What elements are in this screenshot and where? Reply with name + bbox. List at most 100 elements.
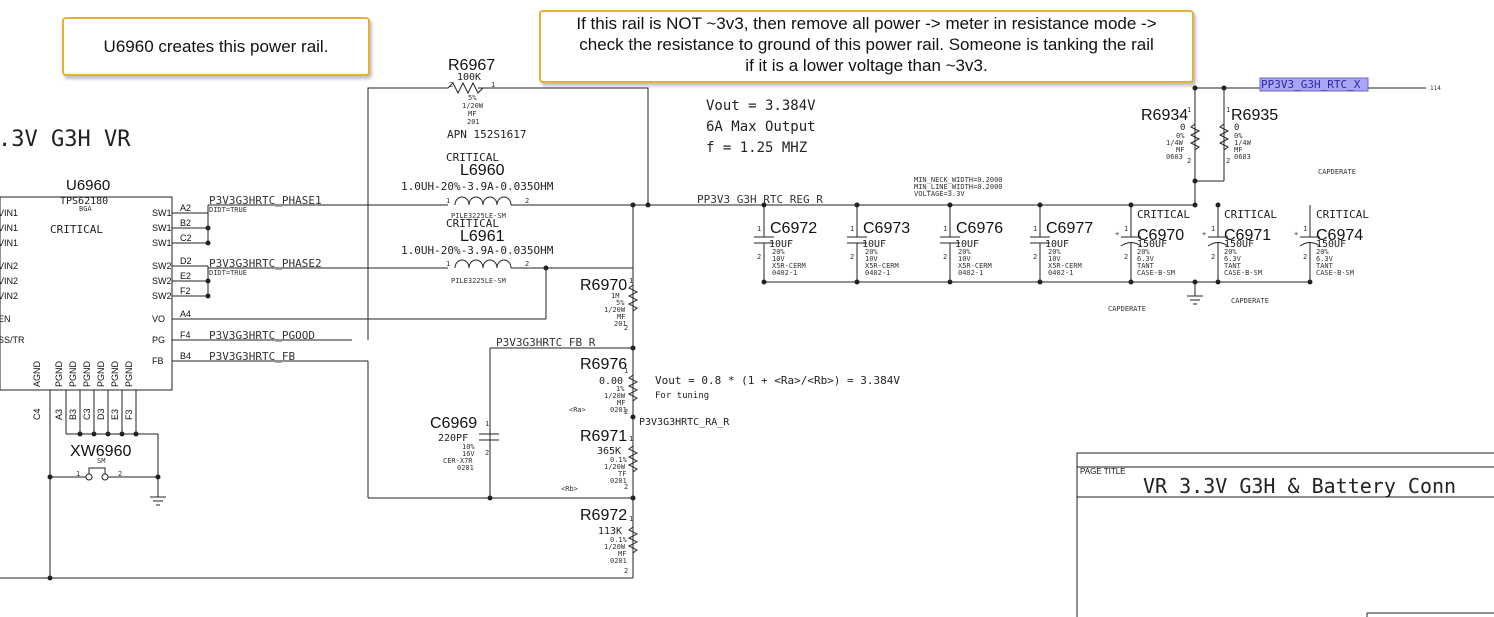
title-block-title: VR 3.3V G3H & Battery Conn	[1143, 474, 1456, 498]
r6971-tol: 0.1%	[610, 456, 628, 464]
r6970-size: 201	[614, 320, 627, 328]
r6976-size: 0201	[610, 406, 627, 414]
xw6960-ref: XW6960	[70, 443, 131, 460]
cap-tant-pin1-0: 1	[1124, 225, 1128, 233]
l6961-pkg: PILE3225LE-SM	[451, 277, 506, 285]
r6967-apn: APN 152S1617	[447, 128, 526, 141]
tant-plate-curve-2	[1299, 242, 1321, 247]
svg-text:1: 1	[76, 470, 80, 478]
cap-tant-plus-1: +	[1202, 230, 1206, 238]
rail-check-line-3: if it is a lower voltage than ~3v3.	[745, 56, 988, 75]
r6934-power: 1/4W	[1166, 139, 1184, 147]
title-block-label: PAGE TITLE	[1080, 467, 1126, 476]
cap-tant-pin2-2: 2	[1303, 253, 1307, 261]
svg-text:1: 1	[491, 81, 495, 89]
svg-text:1: 1	[446, 197, 450, 205]
didt-1: DIDT=TRUE	[209, 206, 247, 214]
u6960-left-pin-0: VIN1	[0, 208, 18, 218]
u6960-right-pin-ball-8: B4	[180, 351, 191, 361]
cap-tant-ref-1: C6971	[1224, 227, 1271, 244]
r6935-ref: R6935	[1231, 107, 1278, 124]
u6960-right-pin-ball-3: D2	[180, 256, 192, 266]
r6935-val: 0	[1234, 123, 1239, 133]
r6967-tol: 5%	[468, 94, 477, 102]
l6960-pkg: PILE3225LE-SM	[451, 212, 506, 220]
r6970-tol: 5%	[616, 299, 625, 307]
r6971-power: 1/20W	[604, 463, 626, 471]
svg-text:1: 1	[629, 435, 633, 443]
cap-tant-pin2-0: 2	[1124, 253, 1128, 261]
cap-tant-critical-1: CRITICAL	[1224, 208, 1277, 221]
tant-junction-top-1	[1215, 202, 1221, 208]
net-fb: P3V3G3HRTC_FB	[209, 350, 295, 363]
u6960-bottom-pin-name-4: PGND	[96, 360, 106, 387]
r6971-val: 365K	[597, 446, 621, 457]
capderate-2: CAPDERATE	[1108, 305, 1146, 313]
u6960-bottom-pin-ball-2: B3	[68, 409, 78, 420]
c6969-voltage: 16V	[462, 450, 475, 458]
cap-small-tol-2: 20%	[958, 248, 971, 256]
u6960-bottom-pin-name-2: PGND	[68, 360, 78, 387]
c6969-ref: C6969	[430, 415, 477, 432]
r6976-type: MF	[617, 399, 625, 407]
u6960-right-pin-name-2: SW1	[152, 238, 172, 248]
didt-2: DIDT=TRUE	[209, 269, 247, 277]
r6976-power: 1/20W	[604, 392, 626, 400]
r6970-power: 1/20W	[604, 306, 626, 314]
spec-frequency: f = 1.25 MHZ	[706, 140, 807, 156]
svg-text:1: 1	[1226, 106, 1230, 114]
u6960-right-pin-name-6: VO	[152, 314, 165, 324]
cap-small-voltage-2: 10V	[958, 255, 971, 263]
rail-check-note: If this rail is NOT ~3v3, then remove al…	[539, 10, 1194, 83]
l6961-ref: L6961	[460, 228, 505, 245]
cap-tant-plus-2: +	[1294, 230, 1298, 238]
svg-text:1: 1	[1187, 106, 1191, 114]
svg-text:2: 2	[449, 81, 453, 89]
u6960-right-pin-name-7: PG	[152, 335, 165, 345]
u6960-right-pin-name-3: SW2	[152, 261, 172, 271]
tant-plate-curve-0	[1120, 242, 1142, 247]
svg-text:2: 2	[624, 324, 628, 332]
cap-small-dielectric-2: X5R-CERM	[958, 262, 992, 270]
tant-junction-bottom-0	[1128, 279, 1134, 285]
r6970-val: 1M	[611, 292, 619, 300]
rail-check-line-2: check the resistance to ground of this p…	[579, 35, 1154, 54]
r6934-size: 0603	[1166, 153, 1183, 161]
tant-plate-curve-1	[1207, 242, 1229, 247]
r6934-ref: R6934	[1141, 107, 1188, 124]
l6961-val: 1.0UH-20%-3.9A-0.035OHM	[401, 244, 554, 257]
svg-text:2: 2	[525, 197, 529, 205]
r6967-val: 100K	[457, 72, 481, 83]
cap-small-val-1: 10UF	[862, 239, 886, 250]
cap-small-size-0: 0402-1	[772, 269, 797, 277]
r6970-type: MF	[617, 313, 625, 321]
svg-text:2: 2	[118, 470, 122, 478]
net-rtc-x[interactable]: PP3V3_G3H_RTC_X	[1261, 78, 1361, 91]
r6935-size: 0603	[1234, 153, 1251, 161]
r6972-val: 113K	[598, 526, 622, 537]
c6969-size: 0201	[457, 464, 474, 472]
r6935-power: 1/4W	[1234, 139, 1252, 147]
u6960-bottom-pin-name-6: PGND	[124, 360, 134, 387]
svg-text:1: 1	[624, 367, 628, 375]
label-rb: <Rb>	[561, 485, 578, 493]
u6960-right-pin-name-8: FB	[152, 356, 164, 366]
u6960-right-pin-name-4: SW2	[152, 276, 172, 286]
cap-tant-ref-2: C6974	[1316, 227, 1363, 244]
cap-junction-bottom-1	[854, 279, 860, 285]
u6960-right-pin-ball-5: F2	[180, 286, 191, 296]
net-rtc-x-highlight[interactable]	[1259, 77, 1369, 92]
spec-vout: Vout = 3.384V	[706, 98, 816, 114]
label-ra: <Ra>	[569, 406, 586, 414]
u6960-right-pin-ball-6: A4	[180, 309, 191, 319]
rail-check-line-1: If this rail is NOT ~3v3, then remove al…	[576, 14, 1157, 33]
r6967-type: MF	[468, 110, 476, 118]
tant-junction-bottom-1	[1215, 279, 1221, 285]
r6935-tol: 0%	[1234, 132, 1243, 140]
cap-small-tol-0: 20%	[772, 248, 785, 256]
cap-small-pin2-3: 2	[1033, 253, 1037, 261]
cap-small-ref-3: C6977	[1046, 220, 1093, 237]
capderate-3: CAPDERATE	[1231, 297, 1269, 305]
u6960-ref: U6960	[66, 177, 110, 194]
u6960-right-pin-name-5: SW2	[152, 291, 172, 301]
